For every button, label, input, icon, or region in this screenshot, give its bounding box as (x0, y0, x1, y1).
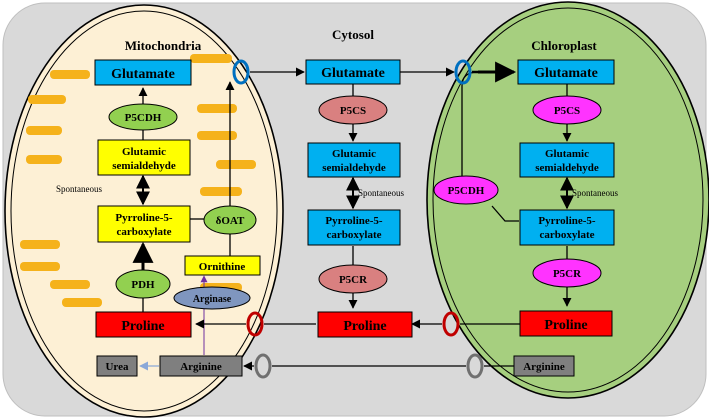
mito-arginine-box (159, 355, 243, 377)
mito-doat-label: δOAT (216, 215, 245, 227)
mito-p5cdh-label: P5CDH (125, 112, 162, 124)
mito-p5cdh-node (108, 103, 178, 131)
chloro-p5c-box (519, 209, 615, 246)
mito-arginine-label: Arginine (180, 361, 222, 373)
glutamate-transporter-chloro (454, 59, 472, 85)
chloro-p5cdh-node (433, 175, 499, 205)
cyto-proline-label: Proline (343, 319, 386, 334)
chloroplast-title: Chloroplast (531, 38, 597, 53)
cyto-glutamate-label: Glutamate (321, 66, 385, 81)
cyto-gsa-label-1: Glutamic (332, 148, 376, 160)
cyto-p5cr-label: P5CR (339, 274, 368, 286)
chloro-p5cs-node (532, 95, 602, 125)
cyto-glutamate-box (305, 59, 401, 85)
chloro-p5cr-node (532, 258, 602, 288)
cyto-p5c-label-2: carboxylate (327, 229, 382, 241)
mito-gsa-box (97, 139, 191, 176)
chloro-glutamate-label: Glutamate (534, 66, 598, 81)
cyto-p5c-label-1: Pyrroline-5- (325, 215, 383, 227)
transporters (232, 59, 484, 379)
cyto-p5cs-label: P5CS (340, 105, 366, 117)
mito-glutamate-label: Glutamate (111, 67, 175, 82)
chloro-p5cs-label: P5CS (554, 105, 580, 117)
mito-p5c-box (97, 205, 191, 243)
chloroplast-nodes: Glutamate P5CS Glutamic semialdehyde Spo… (433, 59, 618, 377)
mito-gsa-label-2: semialdehyde (112, 160, 176, 172)
mito-proline-label: Proline (121, 319, 164, 334)
chloro-p5c-label-2: carboxylate (540, 229, 595, 241)
mito-ornithine-box (184, 255, 261, 276)
mito-arginase-label: Arginase (193, 294, 232, 305)
cytosol-title: Cytosol (332, 27, 374, 42)
mito-urea-box (96, 355, 138, 377)
chloro-glutamate-box (517, 59, 615, 85)
mito-p5c-label-1: Pyrroline-5- (115, 212, 173, 224)
proline-transporter-mito (246, 311, 264, 337)
mito-nodes: Glutamate P5CDH Glutamic semialdehyde Sp… (56, 59, 261, 377)
chloro-spontaneous-label: Spontaneous (572, 188, 618, 198)
chloro-p5cdh-label: P5CDH (448, 185, 485, 197)
cytosol-nodes: Glutamate P5CS Glutamic semialdehyde Spo… (305, 59, 413, 338)
mito-pdh-label: PDH (131, 279, 155, 291)
cyto-p5c-box (307, 209, 401, 246)
chloro-p5c-label-1: Pyrroline-5- (538, 215, 596, 227)
chloro-proline-box (519, 310, 613, 337)
cyto-proline-box (317, 311, 413, 338)
cyto-p5cr-node (318, 264, 388, 294)
chloro-gsa-label-2: semialdehyde (535, 162, 599, 174)
mito-arginase-node (173, 286, 251, 310)
chloro-p5cr-label: P5CR (553, 268, 582, 280)
chloro-gsa-label-1: Glutamic (545, 148, 589, 160)
chloro-gsa-box (519, 142, 615, 178)
cyto-spontaneous-label: Spontaneous (358, 188, 404, 198)
arginine-transporter-chloro (466, 353, 484, 379)
chloro-proline-label: Proline (544, 318, 587, 333)
mito-pdh-node (115, 269, 171, 299)
chloro-arginine-label: Arginine (523, 361, 565, 373)
mito-urea-label: Urea (105, 361, 129, 373)
proline-transporter-chloro (442, 311, 460, 337)
mito-proline-box (95, 311, 192, 338)
cyto-p5cs-node (318, 95, 388, 125)
mito-p5c-label-2: carboxylate (117, 226, 172, 238)
chloro-arginine-box (513, 355, 575, 377)
arginine-transporter-mito (254, 353, 272, 379)
mitochondria-title: Mitochondria (125, 38, 202, 53)
mito-doat-node (203, 205, 257, 235)
mito-glutamate-box (94, 59, 192, 86)
glutamate-transporter-mito (232, 59, 250, 85)
mito-gsa-label-1: Glutamic (122, 146, 166, 158)
cyto-gsa-box (307, 142, 401, 178)
mito-ornithine-label: Ornithine (199, 261, 246, 273)
cyto-gsa-label-2: semialdehyde (322, 162, 386, 174)
mito-spontaneous-label: Spontaneous (56, 184, 102, 194)
